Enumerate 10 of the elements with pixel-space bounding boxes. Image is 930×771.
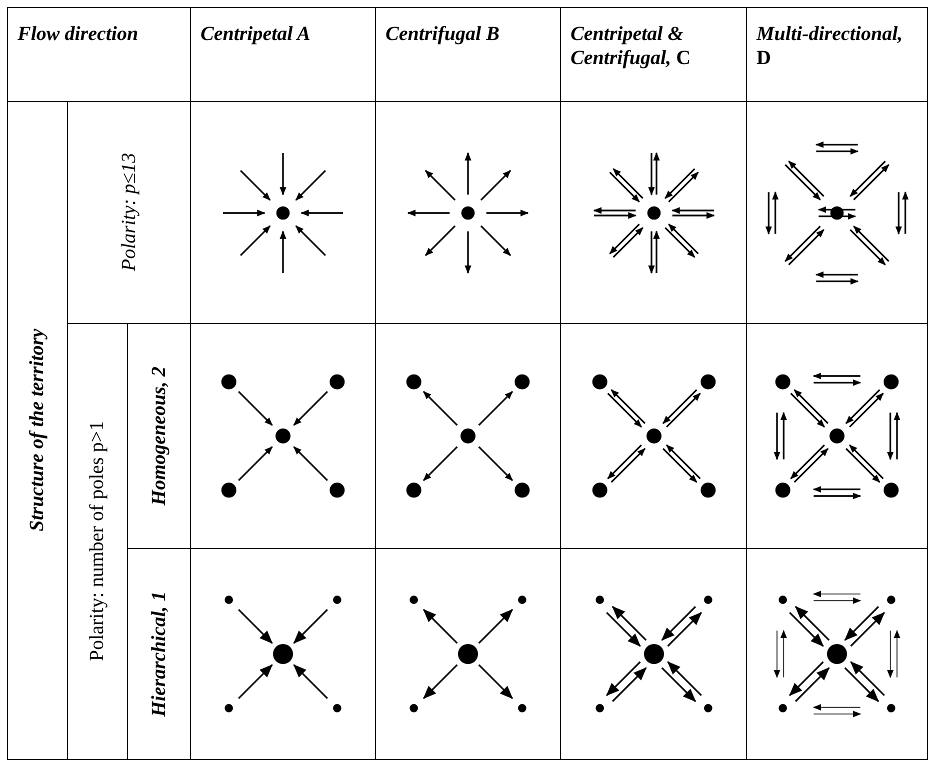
column-header: Multi-directional, D xyxy=(756,22,904,70)
row-header: Hierarchical, 1 xyxy=(146,590,171,717)
row-header: Polarity: p≤13 xyxy=(116,153,141,272)
column-header: Flow direction xyxy=(18,22,140,46)
row-header: Homogeneous, 2 xyxy=(146,366,171,506)
column-header: Centripetal A xyxy=(200,22,312,46)
column-header: Centripetal & Centrifugal, C xyxy=(570,22,692,70)
row-header: Structure of the territory xyxy=(25,328,50,532)
column-header: Centrifugal B xyxy=(386,22,500,46)
row-header: Polarity: number of poles p>1 xyxy=(85,421,110,662)
